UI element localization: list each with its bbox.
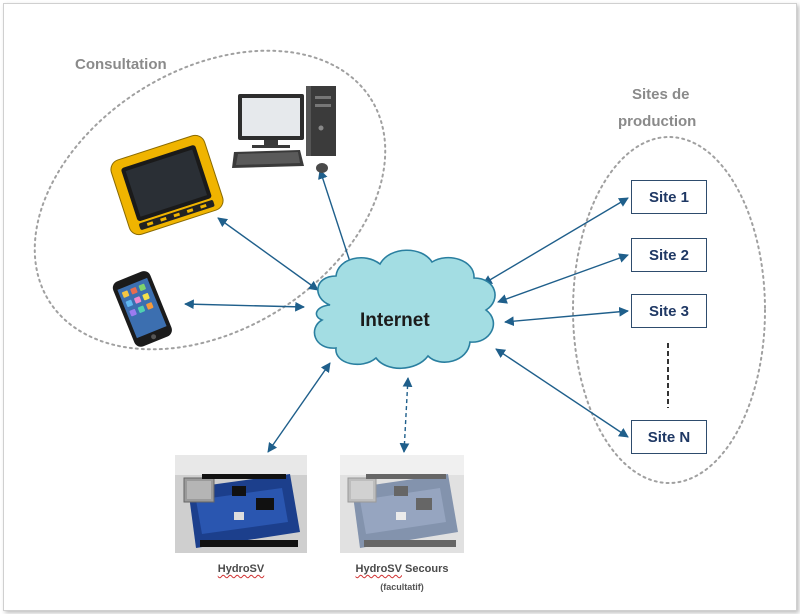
arrow-site2-internet <box>497 253 629 304</box>
hydrosv-secours-caption-suffix: Secours <box>402 563 449 575</box>
site-3-box: Site 3 <box>631 294 707 328</box>
internet-cloud <box>313 249 496 369</box>
arrow-hydrosv-secours-internet <box>399 377 413 453</box>
arrow-tablet-internet <box>217 217 319 291</box>
arrow-hydrosv-internet <box>267 362 331 453</box>
hydrosv-caption-text: HydroSV <box>217 563 265 575</box>
arrow-desktop-internet <box>318 169 354 269</box>
hydrosv-secours-caption: HydroSV Secours <box>330 563 474 575</box>
internet-label: Internet <box>360 310 430 331</box>
site-1-box: Site 1 <box>631 180 707 214</box>
sites-label-line1: Sites de <box>632 86 690 103</box>
arrow-site1-internet <box>482 197 629 285</box>
smartphone-icon <box>112 271 172 347</box>
hydrosv-secours-board-photo <box>340 455 464 553</box>
site-2-box: Site 2 <box>631 238 707 272</box>
hydrosv-board-photo <box>175 455 307 553</box>
arrow-siten-internet <box>495 348 629 438</box>
arrow-site3-internet <box>504 306 629 327</box>
hydrosv-secours-caption-name: HydroSV <box>355 563 402 575</box>
hydrosv-caption: HydroSV <box>175 563 307 575</box>
hydrosv-secours-note: (facultatif) <box>380 582 424 592</box>
site-n-box: Site N <box>631 420 707 454</box>
rugged-tablet-icon <box>110 134 224 236</box>
arduino-board-icon <box>183 474 300 548</box>
connection-arrows <box>184 169 629 453</box>
arrow-phone-internet <box>184 299 305 312</box>
sites-label-line2: production <box>618 113 697 130</box>
desktop-computer-icon <box>232 86 336 173</box>
consultation-label: Consultation <box>75 56 167 73</box>
